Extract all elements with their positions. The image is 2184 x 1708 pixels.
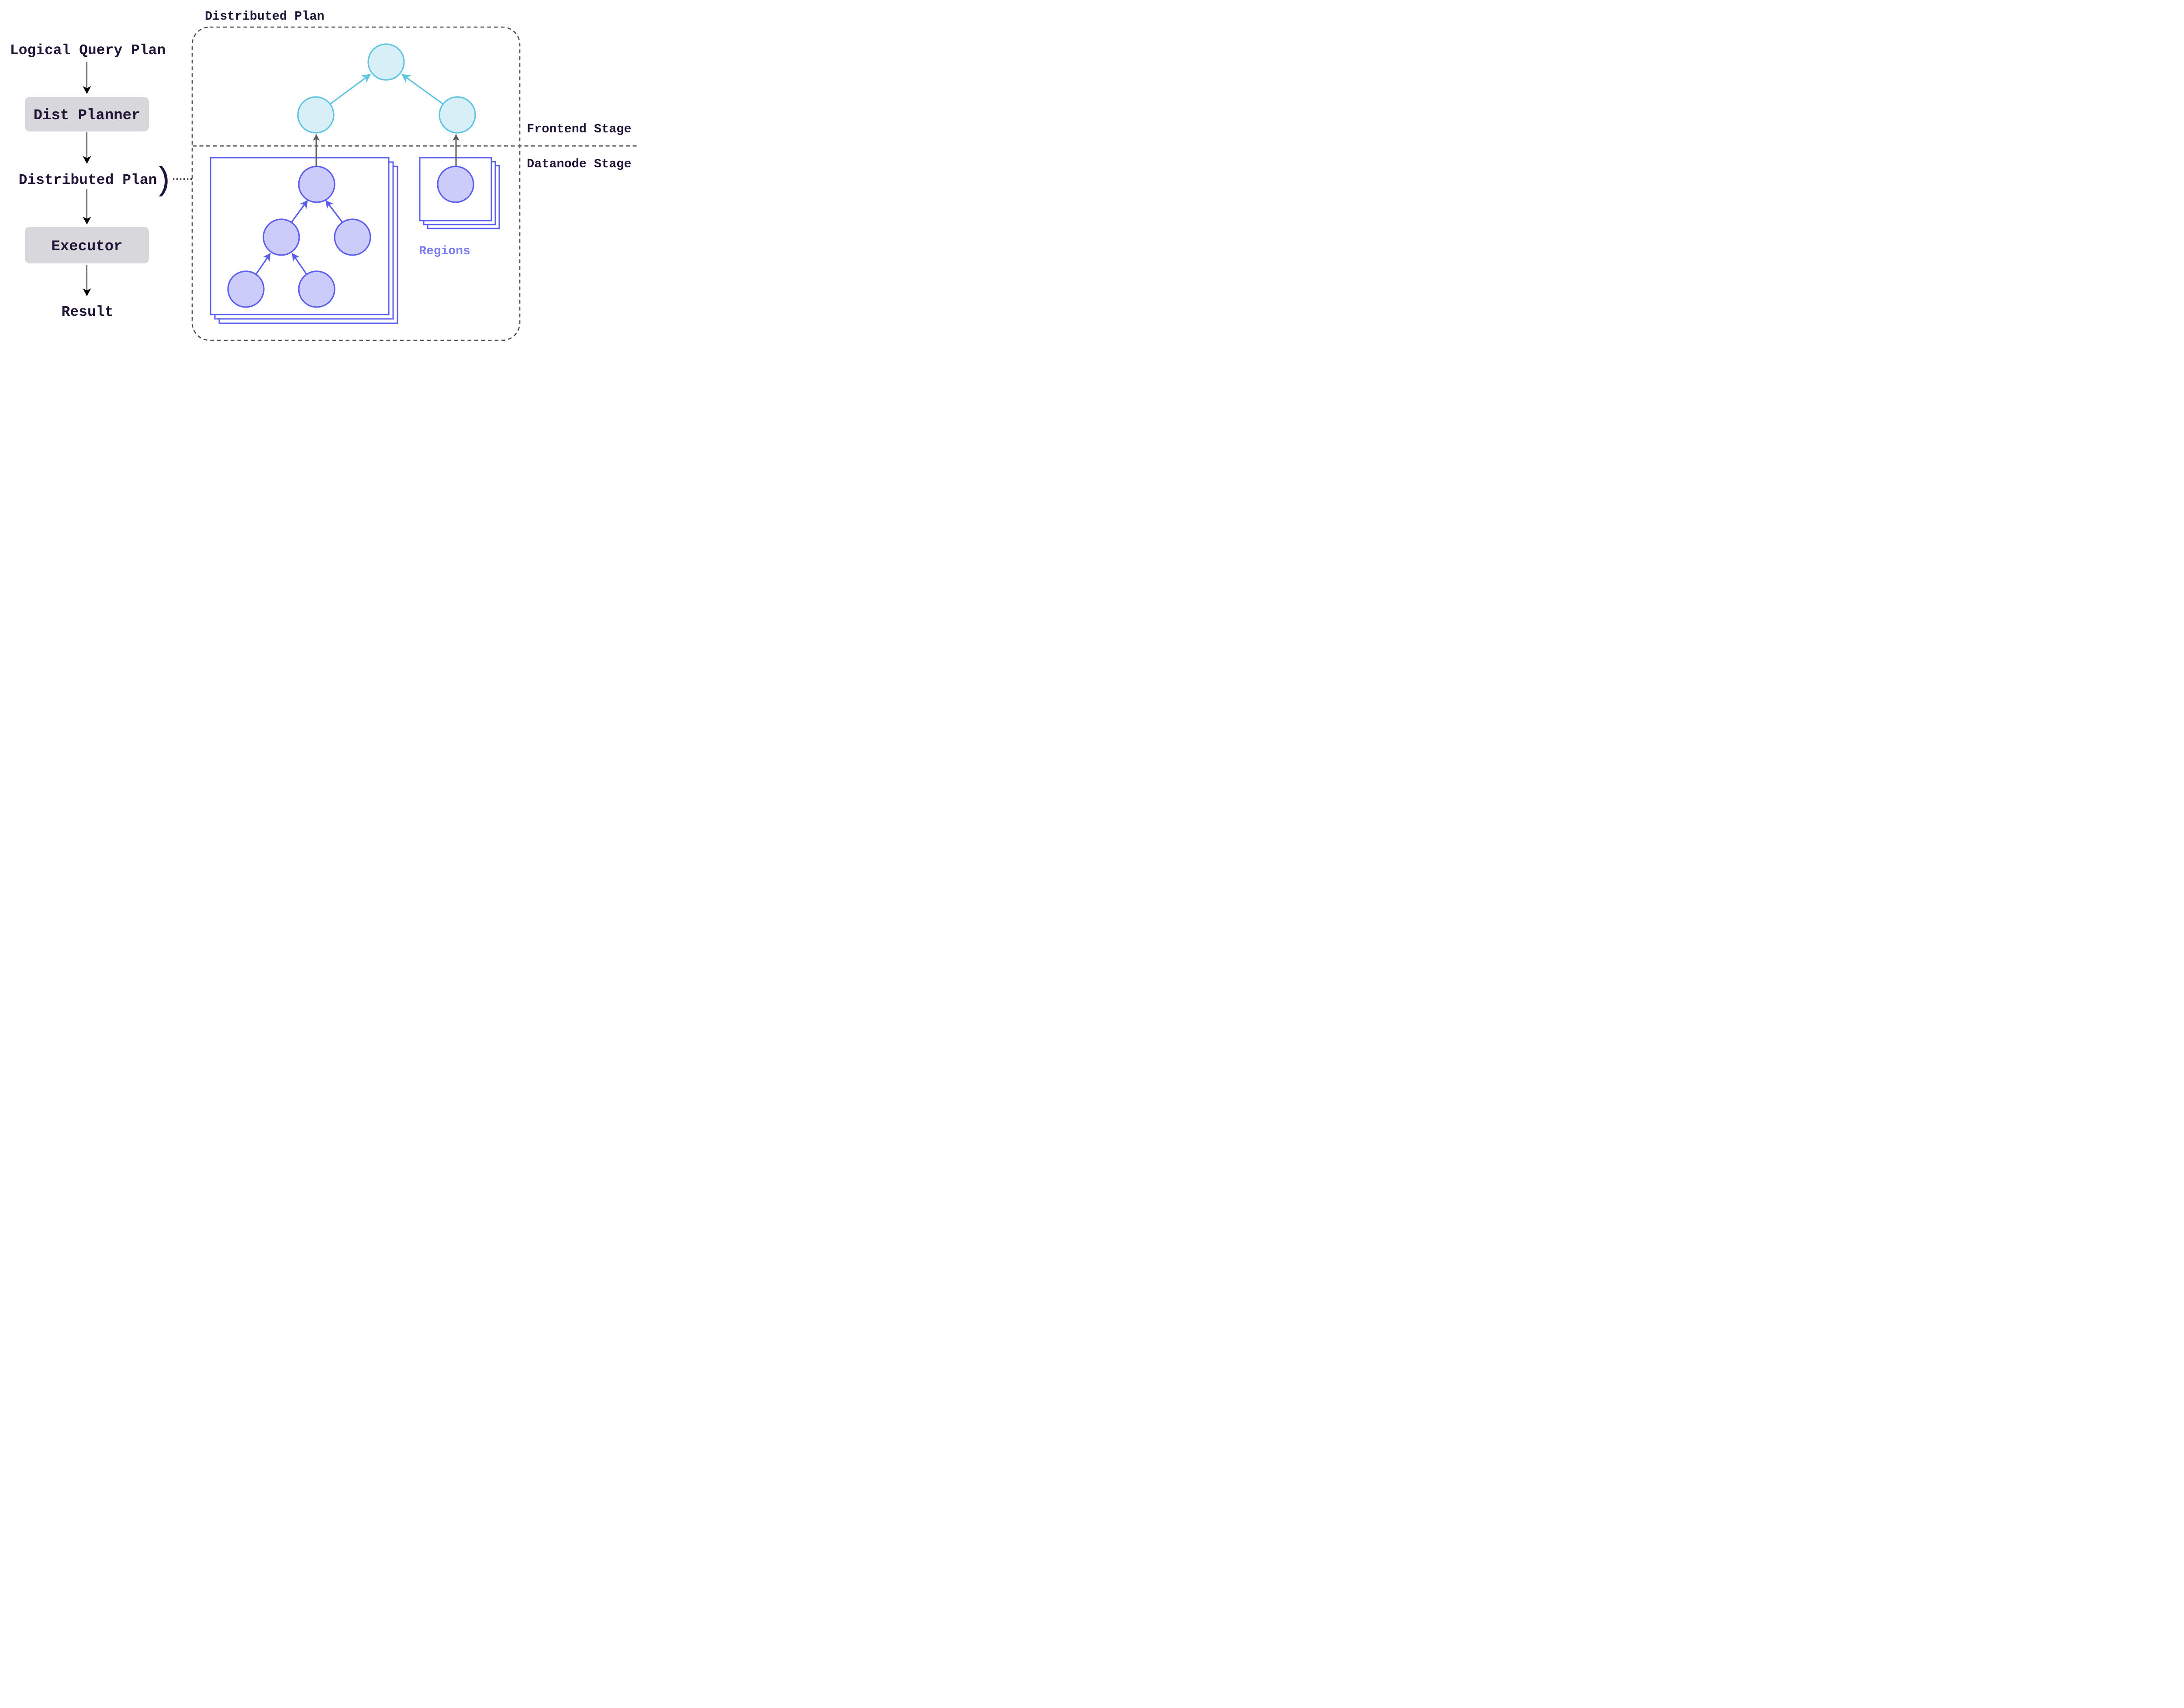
- datanode-edge-leafleft-to-midleft: [255, 253, 271, 275]
- dist-planner-label: Dist Planner: [34, 107, 141, 124]
- datanode-edge-midright-to-root: [325, 200, 343, 223]
- datanode-leaf-mid-node: [298, 270, 335, 308]
- brace-glyph: ): [154, 163, 173, 200]
- datanode-root-node: [298, 166, 335, 203]
- frontend-stage-label: Frontend Stage: [527, 122, 631, 136]
- region-node: [437, 166, 474, 203]
- distributed-plan-label: Distributed Plan: [19, 172, 157, 188]
- datanode-mid-right-node: [334, 218, 371, 256]
- executor-box: [25, 227, 149, 263]
- logical-query-plan-label: Logical Query Plan: [10, 42, 166, 59]
- frontend-left-node: [297, 96, 335, 134]
- result-label: Result: [62, 304, 114, 320]
- distributed-plan-diagram: Logical Query Plan Dist Planner Distribu…: [10, 9, 638, 341]
- frontend-edge-right: [401, 73, 443, 105]
- datanode-leaf-left-node: [227, 270, 265, 308]
- panel-title: Distributed Plan: [205, 9, 325, 24]
- frontend-root-node: [367, 43, 405, 81]
- dist-planner-box: [25, 97, 149, 131]
- distributed-plan-region: [191, 26, 521, 341]
- regions-label: Regions: [419, 245, 470, 258]
- datanode-edge-leafmid-to-midleft: [291, 253, 308, 275]
- datanode-edge-midleft-to-root: [290, 200, 308, 223]
- frontend-edge-left: [330, 73, 371, 105]
- frontend-right-node: [439, 96, 476, 134]
- diagram-canvas: Logical Query Plan Dist Planner Distribu…: [0, 0, 638, 342]
- datanode-mid-left-node: [263, 218, 300, 256]
- executor-label: Executor: [51, 239, 122, 255]
- datanode-stage-label: Datanode Stage: [527, 157, 631, 171]
